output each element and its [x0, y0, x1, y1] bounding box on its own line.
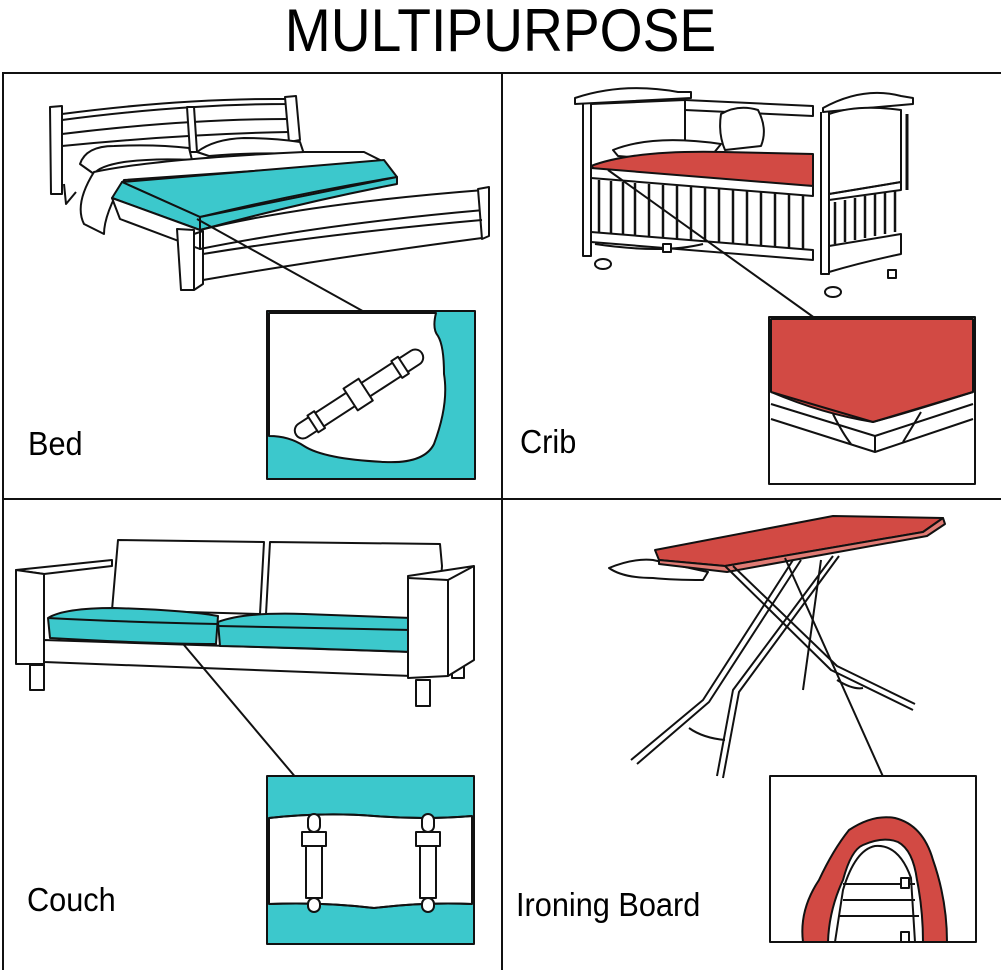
left-border [2, 72, 4, 970]
page-title: MULTIPURPOSE [284, 0, 717, 64]
panel-label-crib: Crib [520, 423, 577, 460]
panel-label-ironing-board: Ironing Board [516, 886, 701, 923]
panel-crib: Crib [503, 74, 1001, 498]
panel-bed: Bed [4, 74, 501, 498]
center-divider [501, 72, 503, 970]
panel-label-bed: Bed [28, 425, 83, 462]
bed-illustration [49, 95, 490, 480]
panel-couch: Couch [4, 500, 501, 970]
panel-ironing-board: Ironing Board [503, 500, 1001, 970]
panel-label-couch: Couch [27, 881, 116, 918]
couch-illustration [15, 539, 475, 945]
ironing-board-illustration [608, 515, 977, 943]
crib-illustration [574, 87, 976, 485]
